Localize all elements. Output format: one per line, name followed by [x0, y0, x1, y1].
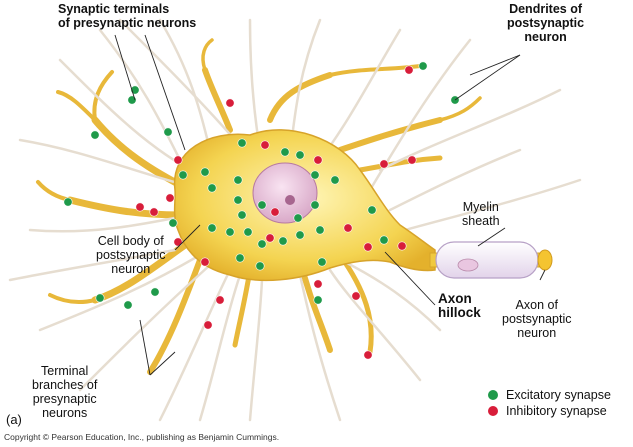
- legend-inhibitory-label: Inhibitory synapse: [506, 404, 607, 418]
- excitatory-synapse: [295, 230, 305, 240]
- inhibitory-synapse: [225, 98, 235, 108]
- inhibitory-synapse: [270, 207, 280, 217]
- excitatory-synapse: [278, 236, 288, 246]
- label-myelin-sheath: Myelin sheath: [462, 200, 500, 228]
- legend-inhibitory: Inhibitory synapse: [488, 404, 607, 418]
- inhibitory-synapse: [407, 155, 417, 165]
- inhibitory-synapse: [135, 202, 145, 212]
- label-axon: Axon of postsynaptic neuron: [502, 298, 572, 340]
- inhibitory-synapse: [313, 279, 323, 289]
- excitatory-synapse: [330, 175, 340, 185]
- excitatory-synapse: [255, 261, 265, 271]
- excitatory-synapse: [243, 227, 253, 237]
- excitatory-synapse: [379, 235, 389, 245]
- inhibitory-synapse: [165, 193, 175, 203]
- excitatory-synapse: [257, 200, 267, 210]
- excitatory-synapse: [367, 205, 377, 215]
- inhibitory-swatch: [488, 406, 498, 416]
- legend-excitatory-label: Excitatory synapse: [506, 388, 611, 402]
- label-dendrites: Dendrites of postsynaptic neuron: [507, 2, 585, 44]
- panel-label: (a): [6, 412, 22, 427]
- excitatory-synapse: [207, 223, 217, 233]
- excitatory-synapse: [200, 167, 210, 177]
- label-cell-body: Cell body of postsynaptic neuron: [96, 234, 166, 276]
- excitatory-synapse: [207, 183, 217, 193]
- excitatory-synapse: [237, 138, 247, 148]
- inhibitory-synapse: [363, 242, 373, 252]
- excitatory-synapse: [235, 253, 245, 263]
- inhibitory-synapse: [397, 241, 407, 251]
- inhibitory-synapse: [149, 207, 159, 217]
- inhibitory-synapse: [404, 65, 414, 75]
- excitatory-synapse: [233, 195, 243, 205]
- excitatory-synapse: [310, 200, 320, 210]
- inhibitory-synapse: [260, 140, 270, 150]
- dendrites: [36, 38, 482, 375]
- excitatory-synapse: [315, 225, 325, 235]
- excitatory-swatch: [488, 390, 498, 400]
- inhibitory-synapse: [215, 295, 225, 305]
- copyright: Copyright © Pearson Education, Inc., pub…: [4, 432, 280, 442]
- excitatory-synapse: [150, 287, 160, 297]
- inhibitory-synapse: [173, 155, 183, 165]
- inhibitory-synapse: [343, 223, 353, 233]
- excitatory-synapse: [90, 130, 100, 140]
- inhibitory-synapse: [200, 257, 210, 267]
- inhibitory-synapse: [313, 155, 323, 165]
- excitatory-synapse: [237, 210, 247, 220]
- excitatory-synapse: [295, 150, 305, 160]
- excitatory-synapse: [225, 227, 235, 237]
- excitatory-synapse: [95, 293, 105, 303]
- label-axon-hillock: Axon hillock: [438, 291, 481, 320]
- inhibitory-synapse: [265, 233, 275, 243]
- excitatory-synapse: [293, 213, 303, 223]
- schwann-nucleus: [457, 258, 479, 272]
- nucleolus: [285, 195, 295, 205]
- synapses: [63, 61, 460, 360]
- excitatory-synapse: [123, 300, 133, 310]
- excitatory-synapse: [163, 127, 173, 137]
- legend-excitatory: Excitatory synapse: [488, 388, 611, 402]
- excitatory-synapse: [168, 218, 178, 228]
- excitatory-synapse: [280, 147, 290, 157]
- excitatory-synapse: [233, 175, 243, 185]
- excitatory-synapse: [317, 257, 327, 267]
- excitatory-synapse: [418, 61, 428, 71]
- excitatory-synapse: [313, 295, 323, 305]
- excitatory-synapse: [178, 170, 188, 180]
- inhibitory-synapse: [173, 237, 183, 247]
- label-synaptic-terminals: Synaptic terminals of presynaptic neuron…: [58, 2, 197, 30]
- inhibitory-synapse: [203, 320, 213, 330]
- leader-lines: [114, 34, 546, 376]
- inhibitory-synapse: [379, 159, 389, 169]
- nucleus: [252, 162, 318, 224]
- inhibitory-synapse: [351, 291, 361, 301]
- myelin-sheath: [435, 241, 539, 279]
- excitatory-synapse: [257, 239, 267, 249]
- label-terminal-branches: Terminal branches of presynaptic neurons: [32, 364, 98, 420]
- excitatory-synapse: [63, 197, 73, 207]
- node-of-ranvier: [537, 249, 553, 271]
- excitatory-synapse: [310, 170, 320, 180]
- inhibitory-synapse: [363, 350, 373, 360]
